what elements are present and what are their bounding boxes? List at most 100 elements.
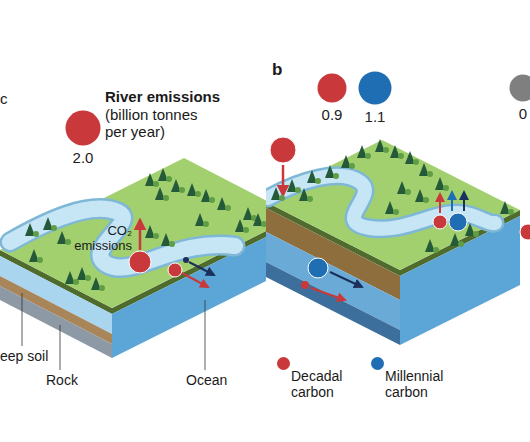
bush [179, 187, 185, 193]
leader-line [205, 300, 206, 370]
carbon-circle [308, 258, 328, 278]
bush [433, 247, 439, 253]
tree [307, 170, 321, 184]
emission-arrow [463, 192, 465, 211]
legend-heading: River emissions [105, 88, 220, 105]
tree [271, 187, 285, 201]
bush [508, 209, 514, 215]
leader-line [60, 325, 61, 370]
bush [169, 241, 175, 247]
emission-arrow [139, 220, 142, 250]
tree [299, 188, 313, 202]
annotation: CO₂ emissions [60, 224, 132, 254]
tree [325, 165, 339, 179]
bush [225, 205, 231, 211]
carbon-circle [168, 263, 182, 277]
circle-shape [65, 110, 101, 146]
carbon-circle [433, 215, 447, 229]
carbon-circle [449, 213, 467, 231]
legend-label: Millennial carbon [385, 368, 459, 400]
tree [500, 201, 514, 215]
carbon-circle [129, 251, 151, 273]
tree [385, 201, 399, 215]
tree [415, 189, 429, 203]
tree [243, 207, 257, 221]
bush [393, 209, 399, 215]
tree [435, 177, 449, 191]
tree [390, 145, 404, 159]
forest [271, 139, 514, 253]
carbon-dot [301, 281, 309, 289]
tree [145, 173, 159, 187]
bush [209, 197, 215, 203]
tree [43, 217, 57, 231]
bush [73, 279, 79, 285]
circle-shape [317, 73, 347, 103]
deep-soil-layer [0, 276, 112, 344]
value-label: 0 [509, 105, 530, 122]
flow-arrow [311, 288, 345, 300]
circle-fill [510, 75, 530, 102]
flow-arrow [189, 262, 214, 275]
circle-fill [359, 72, 392, 105]
bush [383, 147, 389, 153]
bush [163, 195, 169, 201]
legend-label: Decadal carbon [291, 368, 361, 400]
bush [153, 181, 159, 187]
size-circle: 1.1 [358, 71, 392, 127]
tree [29, 249, 43, 263]
tree [397, 181, 411, 195]
tree [161, 233, 175, 247]
panel-letter: b [272, 60, 282, 80]
tree [217, 197, 231, 211]
tree [171, 179, 185, 193]
bush [349, 163, 355, 169]
tree [287, 179, 301, 193]
rock-layer [266, 260, 400, 345]
annotation: Ocean [186, 372, 227, 388]
tree [235, 219, 249, 233]
annotation: Rock [46, 372, 78, 388]
bush [261, 221, 266, 227]
tree [25, 223, 39, 237]
value-label: 0.9 [317, 106, 347, 123]
tree [253, 213, 266, 227]
leader-line [22, 293, 23, 346]
bush [203, 221, 209, 227]
tree [77, 267, 91, 281]
bush [333, 173, 339, 179]
value-label: 2.0 [65, 149, 101, 166]
tree [65, 271, 79, 285]
bush [473, 231, 479, 237]
tree [357, 145, 371, 159]
bush [51, 225, 57, 231]
legend-swatch [371, 357, 384, 370]
tree [57, 231, 71, 245]
bush [37, 257, 43, 263]
land-surface [266, 140, 520, 270]
bush [153, 233, 159, 239]
annotation: eep soil [0, 348, 48, 364]
bush [279, 195, 285, 201]
bush [413, 159, 419, 165]
bush [307, 196, 313, 202]
tree [145, 225, 159, 239]
bush [315, 178, 321, 184]
emission-arrow [439, 194, 441, 213]
bush [398, 153, 404, 159]
bush [405, 189, 411, 195]
carbon-circle [520, 224, 530, 240]
river-bank [10, 209, 235, 268]
tree [405, 151, 419, 165]
river [10, 209, 235, 268]
tree [419, 163, 433, 177]
panel-a-block [0, 158, 266, 370]
input-arrow [282, 165, 285, 195]
bush [85, 275, 91, 281]
bush [243, 227, 249, 233]
circle-fill [66, 111, 101, 146]
circle-fill [318, 74, 347, 103]
bush [33, 231, 39, 237]
